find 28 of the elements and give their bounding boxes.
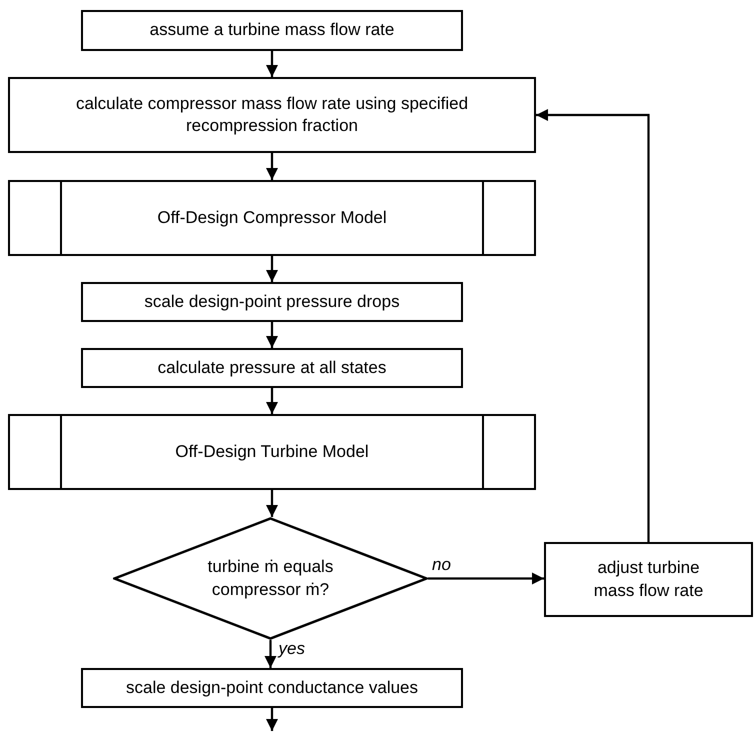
arrow [266, 256, 278, 282]
arrow [266, 51, 278, 77]
process-box [544, 542, 753, 617]
arrow [266, 322, 278, 348]
node-text: scale design-point pressure drops [144, 290, 400, 313]
process-box [8, 77, 536, 153]
arrow [264, 640, 277, 668]
process-box [81, 10, 463, 51]
process-box [81, 348, 463, 388]
arrow [266, 388, 278, 414]
node-text: calculate pressure at all states [158, 356, 386, 379]
arrow [428, 572, 544, 585]
node-text: turbine ṁ equals compressor ṁ? [206, 556, 334, 600]
subprocess-box [8, 414, 536, 490]
arrow [266, 490, 278, 517]
node-text: Off-Design Turbine Model [175, 440, 369, 463]
decision-diamond [113, 517, 428, 640]
arrow [266, 153, 278, 180]
node-text: assume a turbine mass flow rate [150, 19, 394, 42]
subprocess-box [8, 180, 536, 256]
node-text: Off-Design Compressor Model [157, 206, 387, 229]
process-box [81, 282, 463, 322]
arrow [266, 708, 278, 731]
node-text: calculate compressor mass flow rate using specified recompression fraction [74, 92, 470, 137]
node-text: adjust turbine mass flow rate [592, 557, 704, 602]
process-box [81, 668, 463, 708]
arrow [536, 108, 650, 542]
node-text: scale design-point conductance values [126, 676, 418, 699]
